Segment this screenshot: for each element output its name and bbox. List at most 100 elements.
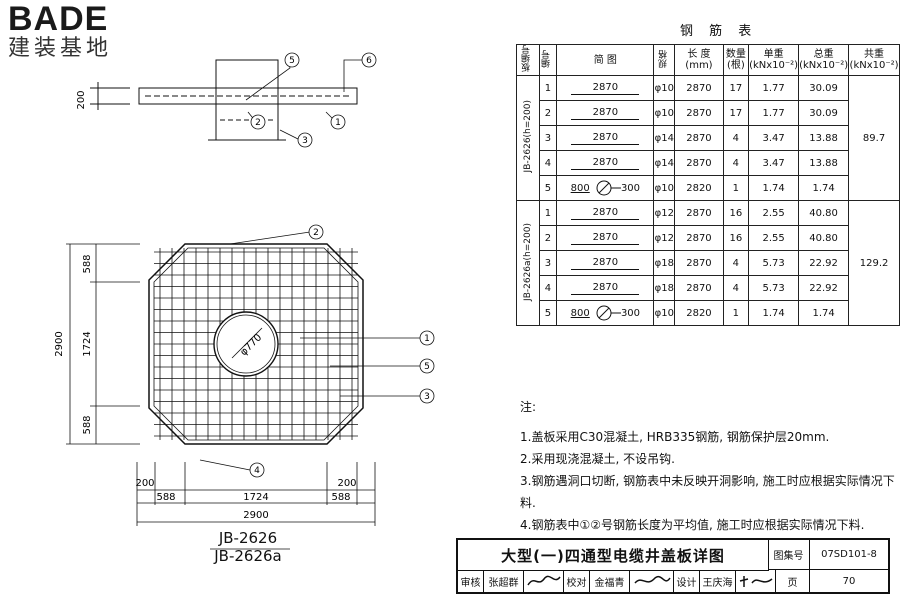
drawing-title: 大型(一)四通型电缆井盖板详图 [458,540,769,571]
callout-1-plan: 1 [424,334,430,344]
cell-count: 4 [722,275,750,301]
hook-ring-icon [596,180,621,196]
cell-length: 2870 [674,200,724,226]
vertical-dimensions [66,243,140,445]
design-signature [736,570,776,592]
cell-length: 2870 [674,75,724,101]
cell-length: 2820 [674,175,724,201]
cell-no: 5 [538,175,558,201]
dim-v-3: 588 [82,415,93,434]
group-name: JB-2626a(h=200) [516,200,540,326]
design-label: 设计 [674,570,700,592]
title-block: 大型(一)四通型电缆井盖板详图 图集号 07SD101-8 审核 张超群 校对 … [456,538,890,594]
cell-count: 1 [722,175,750,201]
page-label: 页 [776,570,810,592]
dim-v-1: 588 [82,254,93,273]
design-name: 王庆海 [700,570,736,592]
th-no: 编号 [538,44,558,76]
check-label: 校对 [564,570,590,592]
cell-count: 16 [722,200,750,226]
cell-sketch: 2870 [556,150,655,176]
cell-count: 4 [722,125,750,151]
dim-v-2: 1724 [82,331,93,356]
cell-unit-weight: 3.47 [748,125,800,151]
th-type: 板编号 [516,44,540,76]
callout-3-top: 3 [302,136,308,146]
cell-no: 1 [538,75,558,101]
callout-4-plan: 4 [254,466,260,476]
cell-count: 17 [722,75,750,101]
cell-length: 2870 [674,125,724,151]
atlas-label: 图集号 [768,540,810,570]
group-name: JB-2626(h=200) [516,75,540,201]
notes-heading: 注: [520,400,537,414]
cell-spec: φ10 [653,75,676,101]
page-no: 70 [842,575,856,587]
cell-spec: φ10 [653,300,676,326]
cell-sketch: 2870 [556,225,655,251]
note-item: 3.钢筋遇洞口切断, 钢筋表中未反映开洞影响, 施工时应根据实际情况下料. [520,474,895,510]
cell-unit-weight: 5.73 [748,275,800,301]
cell-length: 2870 [674,225,724,251]
cell-spec: φ14 [653,125,676,151]
cell-no: 1 [538,200,558,226]
notes: 注: 1.盖板采用C30混凝土, HRB335钢筋, 钢筋保护层20mm. 2.… [520,396,900,536]
cell-spec: φ12 [653,200,676,226]
cell-spec: φ18 [653,275,676,301]
plan-label-bottom: JB-2626a [214,547,282,565]
cell-count: 4 [722,150,750,176]
note-item: 2.采用现浇混凝土, 不设吊钩. [520,452,675,466]
note-item: 4.钢筋表中①②号钢筋长度为平均值, 施工时应根据实际情况下料. [520,518,865,532]
callout-numbers: 5 2 3 6 1 2 1 5 3 4 [254,56,430,476]
th-spec: 规格 [653,44,676,76]
callout-6-top: 6 [366,56,372,66]
review-signature [524,570,564,592]
callout-1-top: 1 [335,118,341,128]
horizontal-dimensions [136,462,376,526]
plan-label: JB-2626 JB-2626a [213,529,283,565]
th-unit-weight: 单重(kNx10⁻²) [748,44,800,76]
cell-sum-weight: 129.2 [848,200,900,326]
cell-spec: φ18 [653,250,676,276]
check-name: 金福青 [590,570,630,592]
cell-length: 2870 [674,250,724,276]
hole-label: φ770 [238,332,264,358]
hook-ring-icon [596,305,621,321]
cell-spec: φ12 [653,225,676,251]
dim-h-small-right: 200 [337,478,356,489]
cell-no: 4 [538,150,558,176]
cell-unit-weight: 1.77 [748,75,800,101]
cell-spec: φ10 [653,100,676,126]
cell-length: 2870 [674,275,724,301]
cell-no: 5 [538,300,558,326]
cell-sketch: 800 300 [556,175,655,201]
cell-no: 2 [538,100,558,126]
review-name: 张超群 [484,570,524,592]
plan-label-top: JB-2626 [218,529,278,547]
callout-leaders [199,59,420,471]
dim-h-1: 588 [156,492,175,503]
rebar-table: 板编号 编号 简 图 规格 长 度(mm) 数量(根) 单重(kNx10⁻²) … [516,44,900,326]
cell-no: 3 [538,250,558,276]
cell-unit-weight: 1.74 [748,300,800,326]
callout-3-plan: 3 [424,392,430,402]
cell-sketch: 2870 [556,250,655,276]
cell-unit-weight: 5.73 [748,250,800,276]
note-item: 1.盖板采用C30混凝土, HRB335钢筋, 钢筋保护层20mm. [520,430,830,444]
dim-h-small-left: 200 [135,478,154,489]
cell-count: 17 [722,100,750,126]
cell-total-weight: 13.88 [798,150,850,176]
th-count: 数量(根) [722,44,750,76]
cell-total-weight: 30.09 [798,75,850,101]
cell-sketch: 800 300 [556,300,655,326]
dim-v-total: 2900 [54,331,65,356]
cell-sketch: 2870 [556,275,655,301]
